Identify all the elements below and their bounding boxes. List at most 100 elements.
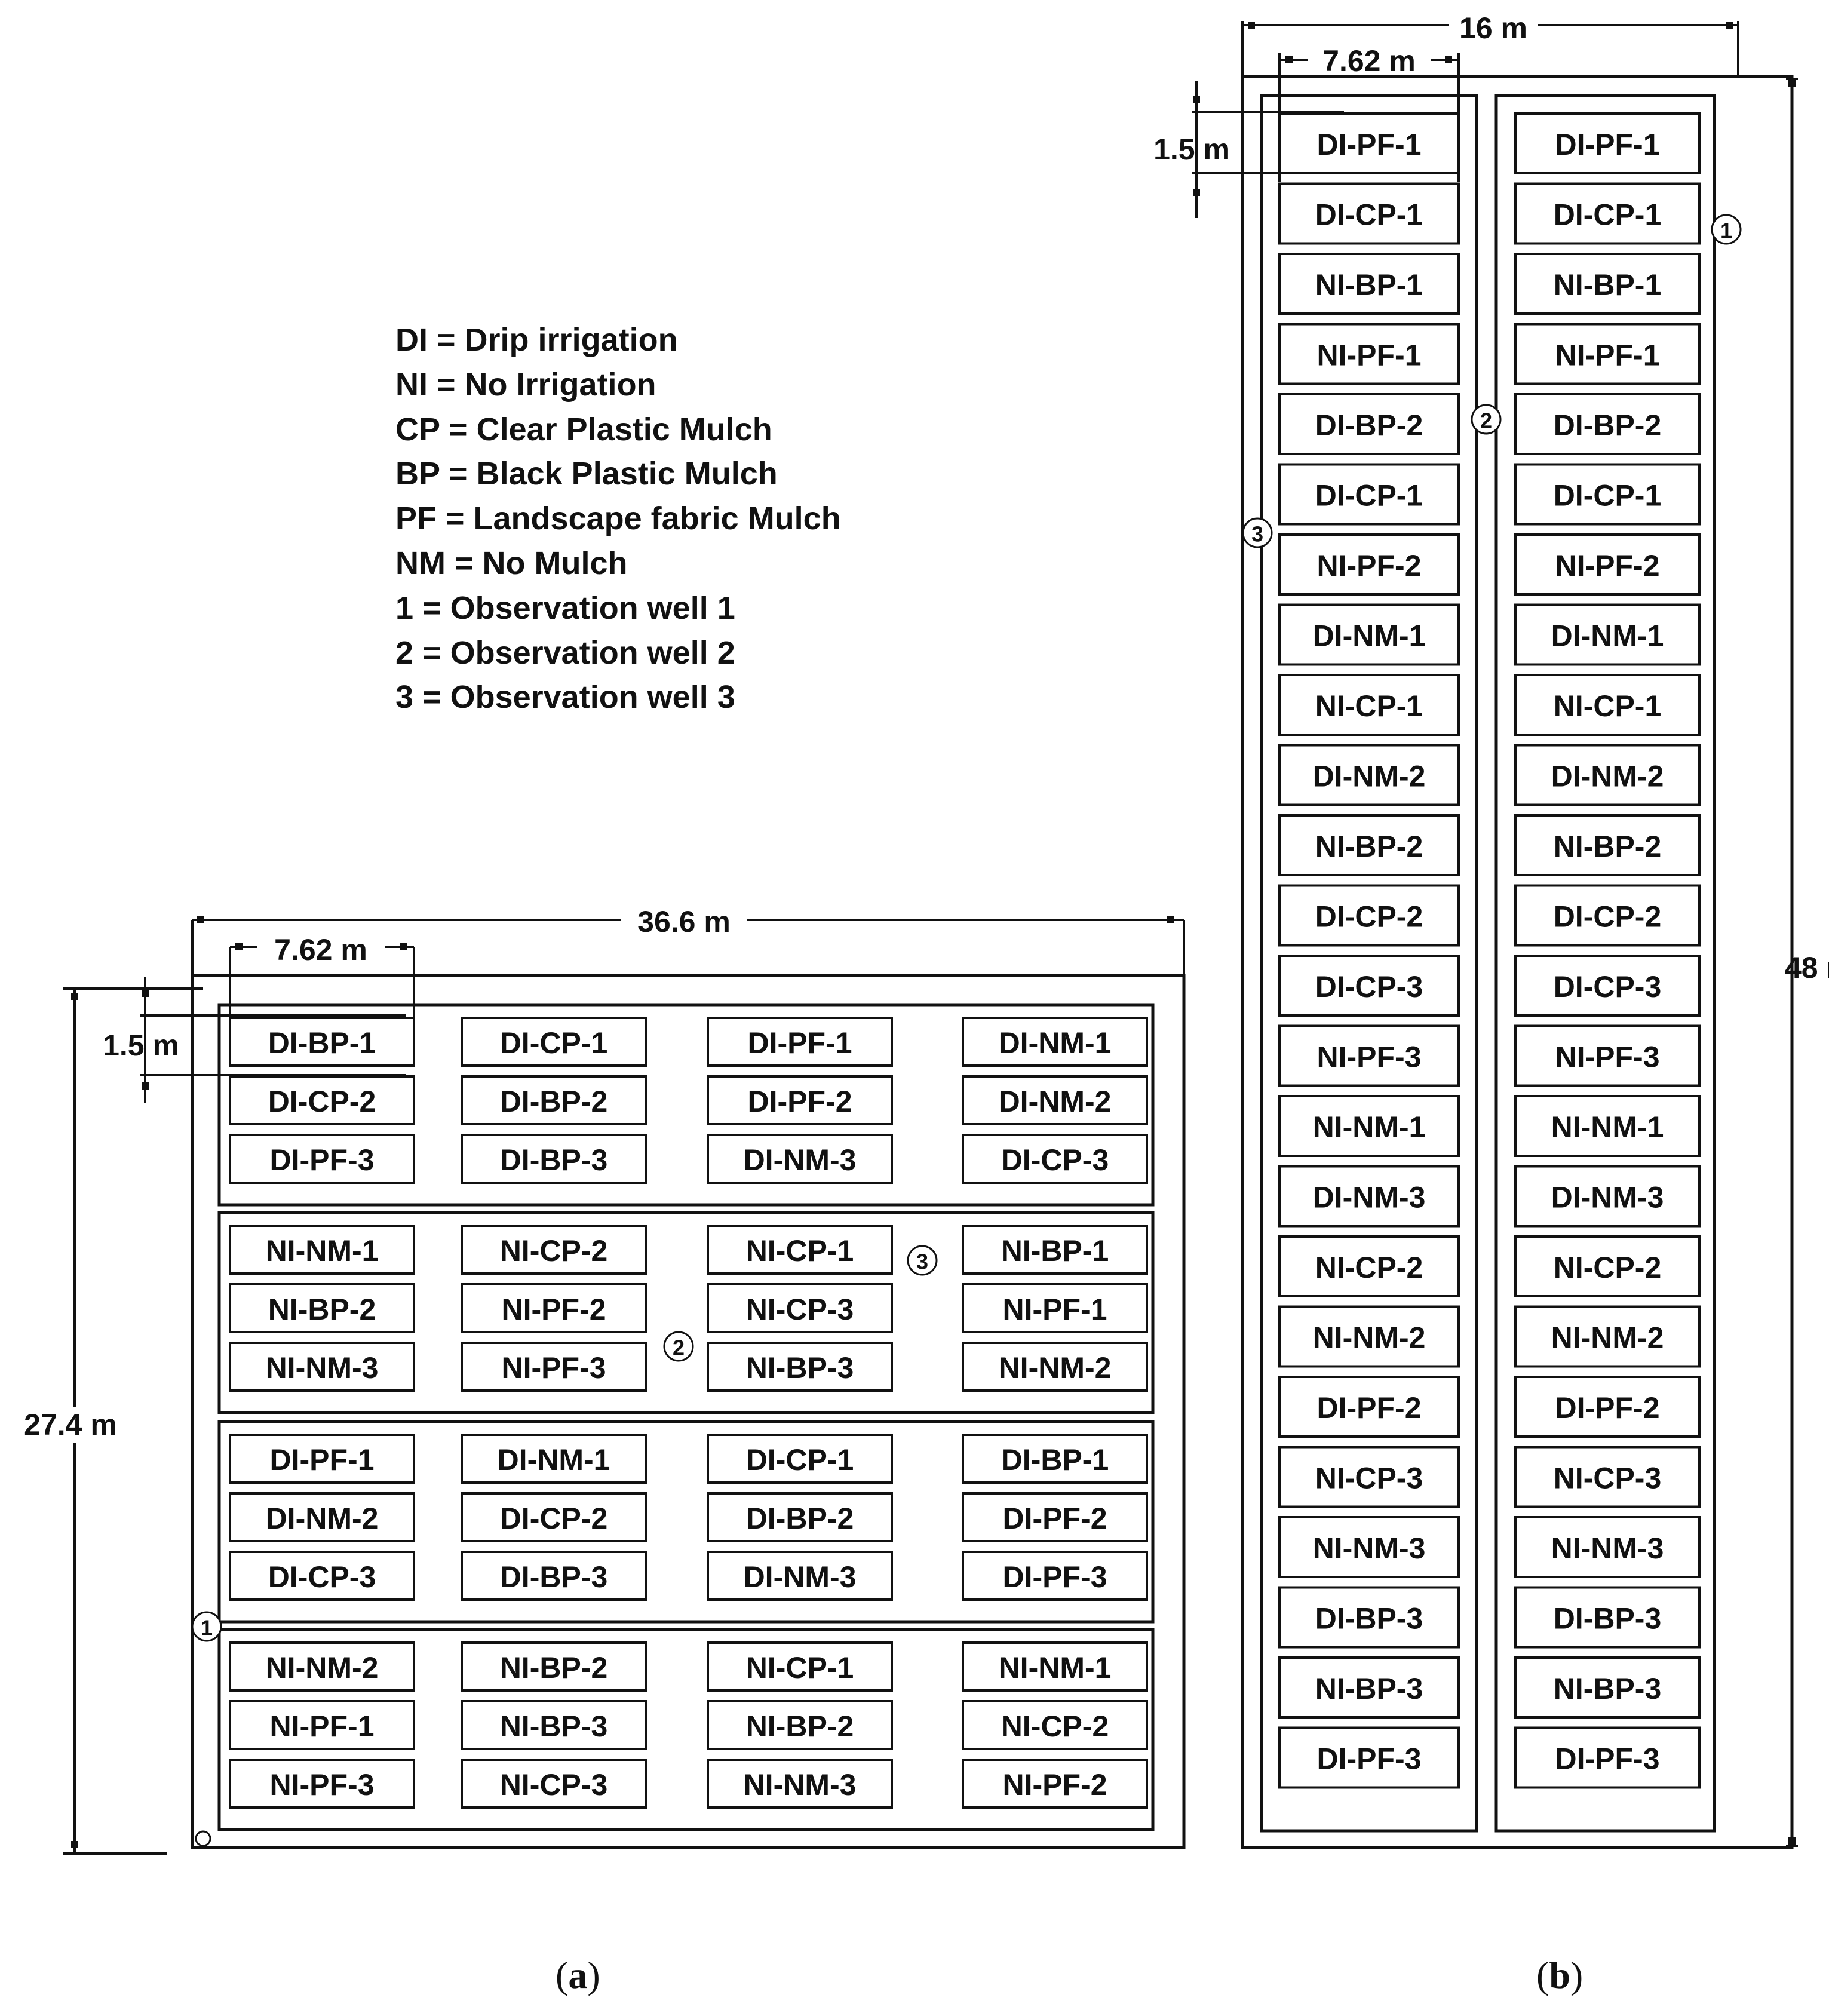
- block-outline: [217, 1420, 1155, 1624]
- plot-label: DI-BP-3: [500, 1560, 608, 1594]
- plot: [1278, 814, 1460, 876]
- plot: [1514, 393, 1701, 455]
- dimension-tick: [1248, 22, 1255, 29]
- plot-label: DI-CP-3: [1315, 970, 1423, 1004]
- observation-well-marker: [191, 1611, 222, 1642]
- plot-label: DI-CP-3: [268, 1560, 376, 1594]
- plot-label: DI-PF-2: [1003, 1502, 1107, 1535]
- plot-label: DI-PF-3: [270, 1143, 375, 1177]
- plot-label: NI-BP-3: [1315, 1672, 1423, 1705]
- plot: [1514, 674, 1701, 736]
- observation-well-label: 3: [916, 1250, 928, 1274]
- plot: [962, 1759, 1148, 1809]
- legend-item: 3 = Observation well 3: [395, 679, 735, 716]
- plot-label: NI-CP-2: [1315, 1251, 1423, 1284]
- plot: [229, 1492, 415, 1542]
- legend-item: NI = No Irrigation: [395, 366, 656, 403]
- plot: [1278, 744, 1460, 806]
- plot: [962, 1075, 1148, 1125]
- plot: [1514, 1095, 1701, 1157]
- plot: [461, 1434, 647, 1484]
- plot-label: DI-CP-2: [268, 1085, 376, 1118]
- plot: [229, 1641, 415, 1692]
- legend-item: NM = No Mulch: [395, 545, 628, 581]
- plot: [461, 1342, 647, 1392]
- plot: [1278, 1376, 1460, 1438]
- plot: [1278, 1095, 1460, 1157]
- plot-label: DI-BP-2: [1554, 409, 1662, 442]
- legend-item: DI = Drip irrigation: [395, 322, 678, 358]
- plot-label: DI-CP-1: [746, 1443, 854, 1477]
- plot-label: NI-CP-1: [1554, 689, 1662, 723]
- observation-well-marker: [907, 1245, 938, 1276]
- plot-label: DI-NM-2: [266, 1502, 379, 1535]
- plot-label: DI-NM-1: [1551, 619, 1664, 653]
- plot: [1278, 1726, 1460, 1789]
- plot-label: DI-PF-3: [1555, 1742, 1660, 1776]
- block-outline: [217, 1003, 1155, 1207]
- plot: [707, 1342, 893, 1392]
- legend-item: CP = Clear Plastic Mulch: [395, 411, 772, 447]
- plot: [1514, 323, 1701, 385]
- plot-label: NI-CP-3: [1315, 1462, 1423, 1495]
- plot-label: NI-CP-3: [500, 1768, 608, 1802]
- plot-label: NI-BP-1: [1554, 268, 1662, 302]
- plot-label: DI-NM-1: [1313, 619, 1426, 653]
- field-outline: [1241, 75, 1794, 1849]
- plot-label: NI-NM-3: [1313, 1532, 1426, 1565]
- dimension-label: 7.62 m: [274, 933, 367, 966]
- plot-label: NI-NM-2: [1551, 1321, 1664, 1355]
- plot-label: NI-BP-2: [268, 1293, 376, 1326]
- block-outline: [217, 1211, 1155, 1414]
- plot: [461, 1283, 647, 1333]
- plot-label: NI-BP-2: [1315, 830, 1423, 863]
- dimension-label: 48 m: [1785, 951, 1829, 984]
- dimension-tick: [142, 1082, 149, 1090]
- dimension-label: 7.62 m: [1322, 44, 1416, 78]
- plot: [1278, 1656, 1460, 1719]
- plot: [962, 1434, 1148, 1484]
- plot-label: DI-BP-3: [1554, 1602, 1662, 1635]
- plot-label: NI-BP-2: [500, 1651, 608, 1684]
- dimension-tick: [1285, 56, 1293, 63]
- plot: [1514, 463, 1701, 526]
- plot: [1278, 463, 1460, 526]
- observation-well-label: 3: [1251, 522, 1263, 547]
- plot: [461, 1075, 647, 1125]
- plot: [229, 1225, 415, 1275]
- plot-label: NI-CP-1: [746, 1651, 854, 1684]
- plot: [1278, 1305, 1460, 1368]
- plot-label: NI-PF-2: [502, 1293, 606, 1326]
- caption-b: (b): [1536, 1954, 1584, 1996]
- column-outline: [1260, 94, 1478, 1833]
- field-outline: [191, 974, 1186, 1849]
- plot: [707, 1492, 893, 1542]
- plot: [707, 1283, 893, 1333]
- plot-label: NI-NM-1: [1551, 1110, 1664, 1144]
- plot: [707, 1759, 893, 1809]
- plot: [962, 1283, 1148, 1333]
- plot: [962, 1641, 1148, 1692]
- observation-well-marker: [1471, 404, 1502, 435]
- legend-item: PF = Landscape fabric Mulch: [395, 501, 841, 537]
- block-outline: [217, 1628, 1155, 1831]
- observation-well-label: 1: [201, 1616, 213, 1640]
- plot: [1514, 884, 1701, 947]
- plot: [229, 1551, 415, 1601]
- dimension-tick: [1167, 916, 1174, 923]
- legend-item: 1 = Observation well 1: [395, 590, 735, 626]
- plot: [229, 1017, 415, 1067]
- plot-label: NI-CP-3: [746, 1293, 854, 1326]
- dimension-tick: [1788, 1837, 1796, 1845]
- plot-label: DI-CP-2: [1554, 900, 1662, 934]
- plot: [1514, 955, 1701, 1017]
- plot: [1514, 1024, 1701, 1087]
- plot-label: NI-PF-1: [270, 1710, 375, 1743]
- plot: [1514, 1656, 1701, 1719]
- plot-label: DI-BP-2: [746, 1502, 854, 1535]
- plot: [1514, 1305, 1701, 1368]
- plot: [229, 1134, 415, 1184]
- plot-label: DI-PF-3: [1003, 1560, 1107, 1594]
- observation-well-marker: [1242, 517, 1273, 548]
- plot: [461, 1134, 647, 1184]
